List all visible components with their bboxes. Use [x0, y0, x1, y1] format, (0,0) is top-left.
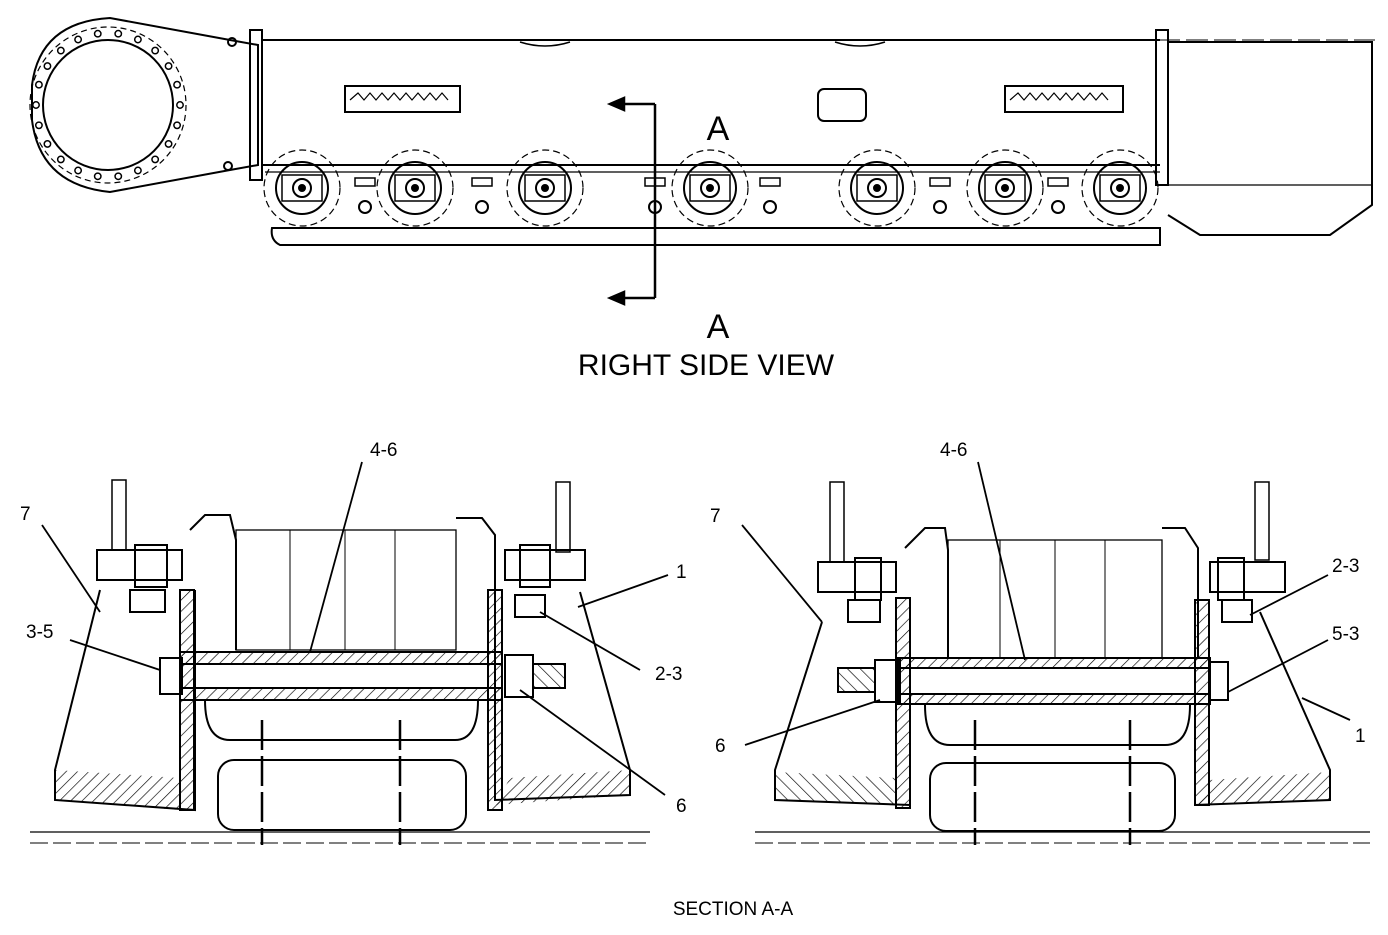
- roller-guard-bracket: [1047, 177, 1069, 187]
- frame-bolt-hole: [1051, 200, 1065, 214]
- right-section-drawing: [741, 461, 1370, 845]
- section-marker-top: A: [707, 110, 730, 148]
- sprocket-bolt-hole: [114, 29, 123, 38]
- sprocket-bolt-hole: [74, 35, 83, 44]
- sprocket-bolt-hole: [93, 172, 102, 181]
- sprocket-bolt-hole: [93, 29, 102, 38]
- sprocket-bolt-hole: [173, 80, 182, 89]
- sprocket-bolt-hole: [173, 121, 182, 130]
- right-side-view-drawing: [29, 16, 1375, 306]
- track-roller: [376, 149, 454, 227]
- frame-bolt-hole: [763, 200, 777, 214]
- sprocket-bolt-hole: [56, 46, 65, 55]
- section-marker-bottom: A: [707, 308, 730, 346]
- label-part-6-right: 6: [715, 736, 726, 757]
- sprocket-bolt-hole: [164, 139, 173, 148]
- label-part-3-5-left: 3-5: [26, 622, 53, 643]
- label-part-4-6-left: 4-6: [370, 440, 397, 461]
- sprocket-bolt-hole: [43, 139, 52, 148]
- sprocket-bolt-hole: [151, 155, 160, 164]
- sprocket-bolt-hole: [133, 166, 142, 175]
- label-part-1-right: 1: [1355, 726, 1366, 747]
- frame-bolt-hole: [475, 200, 489, 214]
- track-roller: [1081, 149, 1159, 227]
- track-guide: [265, 171, 1161, 246]
- sprocket-bolt-hole: [114, 172, 123, 181]
- label-part-7-right: 7: [710, 506, 721, 527]
- sprocket-bolt-hole: [164, 62, 173, 71]
- left-section-drawing: [30, 461, 669, 845]
- label-part-4-6-right: 4-6: [940, 440, 967, 461]
- sprocket-bolt-hole: [34, 121, 43, 130]
- roller-guard-bracket: [929, 177, 951, 187]
- view-title: RIGHT SIDE VIEW: [578, 349, 835, 382]
- label-part-2-3-right: 2-3: [1332, 556, 1359, 577]
- section-cut-line: [606, 96, 657, 306]
- roller-guard-bracket: [354, 177, 376, 187]
- sprocket-bolt-hole: [43, 62, 52, 71]
- track-rollers: [263, 149, 1159, 227]
- left-section-labels: 7 4-6 1 3-5 2-3 6: [20, 440, 687, 817]
- track-frame: [249, 29, 1375, 236]
- track-roller: [671, 149, 749, 227]
- drive-sprocket-housing: [29, 16, 259, 194]
- section-caption: SECTION A-A: [673, 899, 794, 920]
- sprocket-bolt-hole: [34, 80, 43, 89]
- track-roller: [966, 149, 1044, 227]
- frame-slots: [344, 85, 1124, 122]
- track-roller: [838, 149, 916, 227]
- label-part-7-left: 7: [20, 504, 31, 525]
- roller-guard-bracket: [759, 177, 781, 187]
- sprocket-bolt-hole: [133, 35, 142, 44]
- label-part-2-3-left: 2-3: [655, 664, 682, 685]
- track-roller: [263, 149, 341, 227]
- sprocket-bolt-hole: [176, 101, 184, 109]
- frame-bolt-hole: [933, 200, 947, 214]
- label-part-1-left: 1: [676, 562, 687, 583]
- roller-guard-bracket: [471, 177, 493, 187]
- label-part-6-left: 6: [676, 796, 687, 817]
- frame-bolt-hole: [358, 200, 372, 214]
- sprocket-bolt-hole: [151, 46, 160, 55]
- track-roller: [506, 149, 584, 227]
- sprocket-bolt-hole: [56, 155, 65, 164]
- label-part-5-3-right: 5-3: [1332, 624, 1359, 645]
- sprocket-bolt-hole: [74, 166, 83, 175]
- sprocket-bolt-hole: [32, 101, 40, 109]
- right-section-labels: 7 4-6 2-3 5-3 6 1: [710, 440, 1366, 757]
